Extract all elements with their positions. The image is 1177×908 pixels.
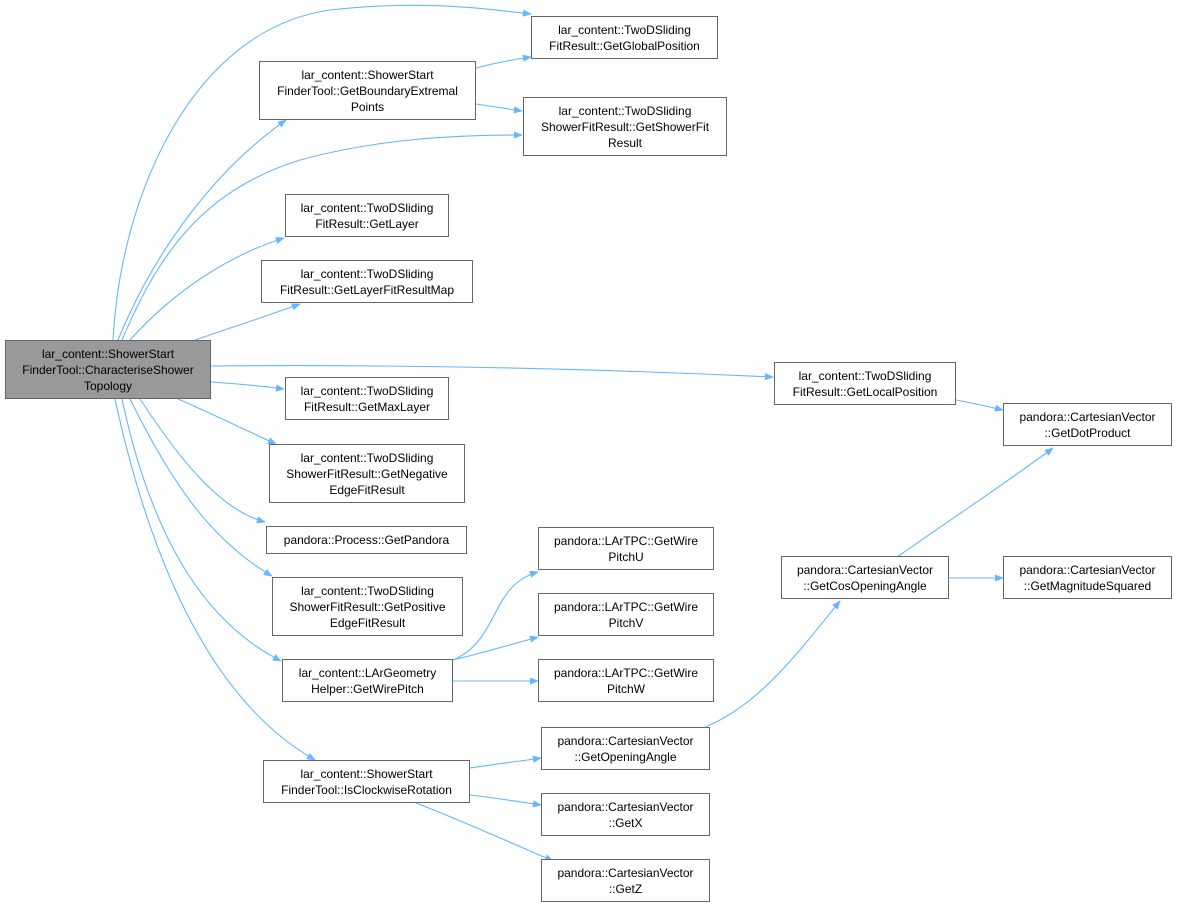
node-line: lar_content::TwoDSliding [300,383,434,398]
node-getcosopeningangle[interactable]: pandora::CartesianVector ::GetCosOpening… [781,556,949,599]
node-getshowerfitresult[interactable]: lar_content::TwoDSliding ShowerFitResult… [523,97,727,156]
node-line: Topology [83,378,133,393]
node-line: Result [607,135,642,150]
node-getlayer[interactable]: lar_content::TwoDSliding FitResult::GetL… [285,194,449,237]
node-line: FinderTool::CharacteriseShower [22,362,194,377]
node-line: EdgeFitResult [329,482,405,497]
node-line: pandora::LArTPC::GetWire [553,533,699,548]
edge-root-getboundaryextremalpoints [117,119,287,341]
node-getz[interactable]: pandora::CartesianVector ::GetZ [541,859,710,902]
node-getmaxlayer[interactable]: lar_content::TwoDSliding FitResult::GetM… [285,377,449,420]
node-getmagnitudesquared[interactable]: pandora::CartesianVector ::GetMagnitudeS… [1003,556,1172,599]
node-line: Points [350,99,385,114]
node-getx[interactable]: pandora::CartesianVector ::GetX [541,793,710,836]
edge-getopeningangle-getcosopeningangle [704,600,841,728]
node-getwirepitchv[interactable]: pandora::LArTPC::GetWire PitchV [538,593,714,636]
edge-root-getlocalposition [210,365,774,381]
node-line: pandora::CartesianVector [557,733,694,748]
node-line: pandora::CartesianVector [1019,562,1156,577]
node-getlayerfitresultmap[interactable]: lar_content::TwoDSliding FitResult::GetL… [261,260,473,303]
edge-root-isclockwiserotation [114,398,316,761]
node-line: lar_content::TwoDSliding [300,450,434,465]
node-line: lar_content::TwoDSliding [558,22,691,37]
node-line: ShowerFitResult::GetShowerFit [540,119,710,134]
node-line: pandora::CartesianVector [557,865,694,880]
node-getpandora[interactable]: pandora::Process::GetPandora [266,526,467,554]
node-line: ::GetOpeningAngle [574,749,677,764]
edge-isclockwise-getz [415,802,554,862]
node-getopeningangle[interactable]: pandora::CartesianVector ::GetOpeningAng… [541,727,710,770]
node-getwirepitch[interactable]: lar_content::LArGeometry Helper::GetWire… [282,659,453,702]
edge-root-getmaxlayer [210,381,285,392]
node-line: PitchU [608,549,644,564]
node-getpositiveedgefitresult[interactable]: lar_content::TwoDSliding ShowerFitResult… [272,577,463,636]
node-getwirepitchw[interactable]: pandora::LArTPC::GetWire PitchW [538,659,714,702]
edge-getboundary-getshowerfitresult [475,103,523,114]
edge-isclockwise-getx [469,794,542,808]
node-line: ShowerFitResult::GetNegative [286,466,448,481]
edge-getwirepitch-wirepitchv [452,635,539,661]
edge-root-getlayerfitresultmap [194,303,301,341]
node-characteriseshowertopology: lar_content::ShowerStart FinderTool::Cha… [5,340,211,399]
node-getboundaryextremalpoints[interactable]: lar_content::ShowerStart FinderTool::Get… [259,61,476,120]
edge-getcosopeningangle-getdotproduct [896,447,1054,558]
node-line: PitchV [608,615,644,630]
node-line: lar_content::ShowerStart [41,346,175,361]
edge-root-getpositiveedgefitresult [129,398,273,577]
node-line: lar_content::TwoDSliding [558,103,692,118]
node-line: ::GetCosOpeningAngle [803,578,927,593]
edge-isclockwise-getopeningangle [469,755,542,769]
node-line: pandora::CartesianVector [1019,409,1156,424]
node-line: FitResult::GetMaxLayer [303,399,431,414]
node-line: ::GetDotProduct [1044,425,1131,440]
node-isclockwiserotation[interactable]: lar_content::ShowerStart FinderTool::IsC… [263,760,470,803]
edge-root-getnegativeedgefitresult [177,398,277,445]
node-line: pandora::Process::GetPandora [283,533,450,547]
node-getlocalposition[interactable]: lar_content::TwoDSliding FitResult::GetL… [774,362,956,405]
edge-root-getlayer [129,237,285,341]
node-line: pandora::CartesianVector [796,562,934,577]
node-line: FitResult::GetLocalPosition [792,384,938,399]
node-line: ::GetMagnitudeSquared [1023,578,1152,593]
node-line: lar_content::TwoDSliding [300,200,434,215]
node-line: ShowerFitResult::GetPositive [289,599,446,614]
node-line: FinderTool::GetBoundaryExtremal [277,83,458,98]
edge-getboundary-getglobalposition [475,54,532,69]
node-line: FitResult::GetLayer [315,216,419,231]
edge-root-getshowerfitresult [121,131,523,341]
node-line: ::GetZ [608,881,643,896]
node-line: Helper::GetWirePitch [311,681,424,696]
node-line: pandora::CartesianVector [557,799,694,814]
node-line: lar_content::TwoDSliding [300,266,434,281]
edge-root-getpandora [139,398,266,524]
node-line: lar_content::LArGeometry [298,665,437,680]
node-getnegativeedgefitresult[interactable]: lar_content::TwoDSliding ShowerFitResult… [269,444,465,503]
node-getdotproduct[interactable]: pandora::CartesianVector ::GetDotProduct [1003,403,1172,446]
edge-getwirepitch-wirepitchu [452,570,539,661]
node-getwirepitchu[interactable]: pandora::LArTPC::GetWire PitchU [538,527,714,570]
node-line: ::GetX [608,815,643,830]
node-line: FinderTool::IsClockwiseRotation [281,782,452,797]
node-line: lar_content::ShowerStart [301,67,434,82]
node-line: FitResult::GetLayerFitResultMap [279,282,455,297]
edge-root-getglobalposition [112,4,532,341]
node-line: pandora::LArTPC::GetWire [553,665,699,680]
node-line: FitResult::GetGlobalPosition [549,38,700,53]
node-line: lar_content::TwoDSliding [301,583,434,598]
node-line: lar_content::ShowerStart [300,766,433,781]
node-line: pandora::LArTPC::GetWire [553,599,699,614]
edge-root-getwirepitch [121,398,282,662]
node-line: PitchW [606,681,645,696]
node-getglobalposition[interactable]: lar_content::TwoDSliding FitResult::GetG… [531,16,718,59]
edge-getlocalposition-getdotproduct [955,399,1004,412]
node-line: lar_content::TwoDSliding [798,368,932,383]
node-line: EdgeFitResult [329,615,406,630]
